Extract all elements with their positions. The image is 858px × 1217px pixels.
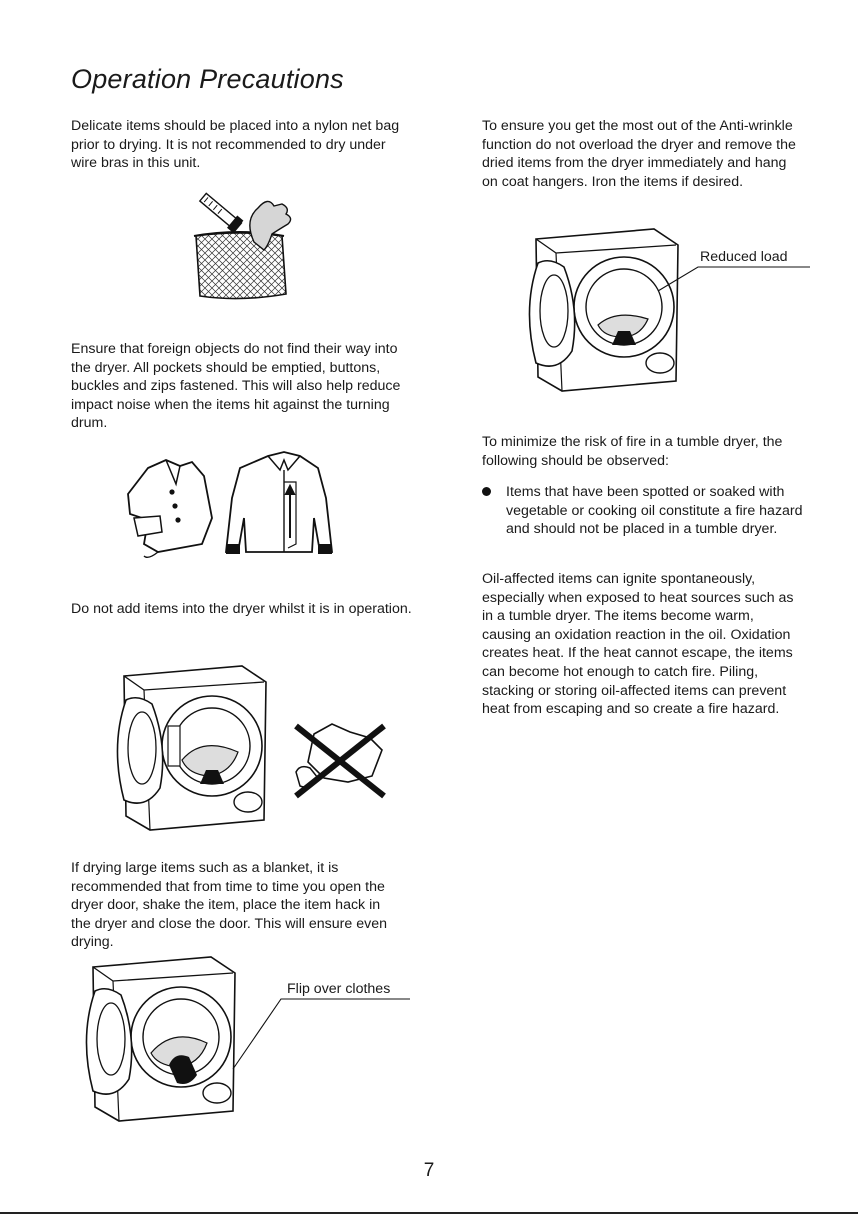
text-line: To ensure you get the most out of the An… <box>482 118 793 134</box>
text-line: on coat hangers. Iron the items if desir… <box>482 173 744 190</box>
text-line: can become hot enough to catch fire. Pil… <box>482 663 759 680</box>
text-line: creates heat. If the heat cannot escape,… <box>482 645 793 662</box>
dryer-reduced-load-illustration <box>528 228 810 392</box>
text-line: following should be observed: <box>482 452 669 469</box>
paragraph-foreign-objects: Ensure that foreign objects do not find … <box>71 340 400 433</box>
text-line: especially when exposed to heat sources … <box>482 589 794 606</box>
text-line: If drying large items such as a blanket,… <box>71 860 339 876</box>
text-line: recommended that from time to time you o… <box>71 878 385 895</box>
text-line: Oil-affected items can ignite spontaneou… <box>482 571 756 587</box>
text-line: drum. <box>71 415 108 432</box>
text-line: function do not overload the dryer and r… <box>482 136 796 153</box>
paragraph-fire-risk-intro: To minimize the risk of fire in a tumble… <box>482 433 782 470</box>
paragraph-large-items: If drying large items such as a blanket,… <box>71 859 387 952</box>
page-number: 7 <box>423 1160 435 1181</box>
dryer-open-door-illustration <box>116 665 267 831</box>
text-line: stacking or storing oil-affected items c… <box>482 682 787 699</box>
text-line: Do not add items into the dryer whilst i… <box>71 601 412 617</box>
bottom-divider <box>0 1212 858 1214</box>
no-adding-clothes-cross-icon <box>294 723 386 799</box>
text-line: impact noise when the items hit against … <box>71 396 390 413</box>
callout-reduced-load: Reduced load <box>700 249 788 265</box>
paragraph-delicate-items: Delicate items should be placed into a n… <box>71 117 399 173</box>
bullet-dot-icon <box>482 487 491 496</box>
paragraph-anti-wrinkle: To ensure you get the most out of the An… <box>482 117 796 191</box>
text-line: prior to drying. It is not recommended t… <box>71 136 386 153</box>
paragraph-oil-affected: Oil-affected items can ignite spontaneou… <box>482 570 794 719</box>
text-line: causing an oxidation reaction in the oil… <box>482 626 791 643</box>
page-title: Operation Precautions <box>71 64 344 94</box>
text-line: the dryer. All pockets should be emptied… <box>71 359 381 376</box>
dryer-flip-clothes-illustration <box>85 956 410 1122</box>
text-line: Ensure that foreign objects do not find … <box>71 341 398 357</box>
text-line: the dryer and close the door. This will … <box>71 915 387 932</box>
callout-flip-over-clothes: Flip over clothes <box>287 981 391 997</box>
text-line: wire bras in this unit. <box>71 155 201 172</box>
paragraph-do-not-add: Do not add items into the dryer whilst i… <box>71 600 412 619</box>
text-line: To minimize the risk of fire in a tumble… <box>482 434 783 450</box>
text-line: Items that have been spotted or soaked w… <box>506 484 785 500</box>
text-line: heat from escaping and so create a fire … <box>482 701 780 718</box>
text-line: dryer door, shake the item, place the it… <box>71 897 381 914</box>
text-line: and should not be placed in a tumble dry… <box>506 521 778 538</box>
bullet-text: Items that have been spotted or soaked w… <box>506 483 803 539</box>
text-line: vegetable or cooking oil constitute a fi… <box>506 502 803 519</box>
text-line: dried items from the dryer immediately a… <box>482 155 787 172</box>
text-line: Delicate items should be placed into a n… <box>71 118 400 134</box>
shirts-illustration <box>127 451 334 559</box>
text-line: drying. <box>71 934 114 951</box>
text-line: in a tumble dryer. The items become warm… <box>482 608 754 625</box>
net-bag-illustration <box>193 192 292 300</box>
text-line: buckles and zips fastened. This will als… <box>71 378 401 395</box>
